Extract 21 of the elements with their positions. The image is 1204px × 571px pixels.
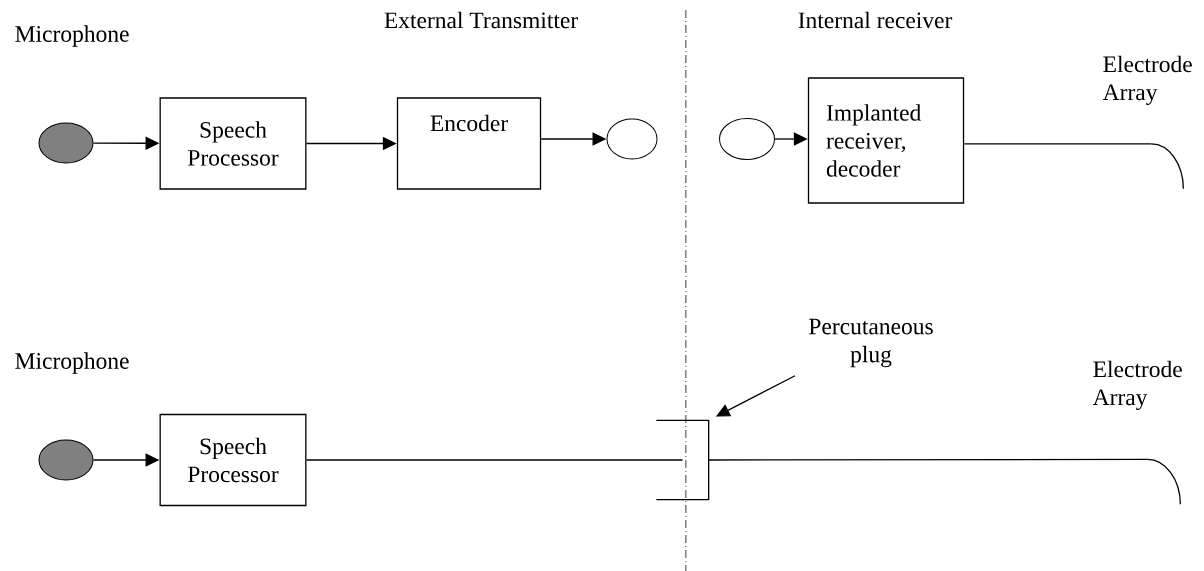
coil-ellipse <box>606 118 658 160</box>
process-box: Encoder <box>396 97 542 190</box>
microphone-ellipse <box>38 122 94 164</box>
connector-line <box>708 458 1148 461</box>
section-heading: External Transmitter <box>384 11 578 29</box>
connector-line <box>963 143 1152 145</box>
process-box: Implanted receiver, decoder <box>807 77 965 204</box>
electrode-curve <box>1150 143 1184 190</box>
coil-ellipse <box>719 118 775 160</box>
callout-text: Percutaneous plug <box>809 318 933 368</box>
section-heading: Internal receiver <box>798 11 953 29</box>
process-box: Speech Processor <box>159 97 307 190</box>
connector-line <box>305 459 684 461</box>
microphone-ellipse <box>38 439 94 481</box>
node-caption: Microphone <box>15 352 129 374</box>
node-caption: Electrode Array <box>1102 55 1192 105</box>
node-caption: Electrode Array <box>1092 360 1182 411</box>
electrode-curve <box>1146 458 1181 505</box>
node-caption: Microphone <box>15 25 129 47</box>
process-box: Speech Processor <box>159 413 307 507</box>
plug-bracket <box>655 419 710 501</box>
